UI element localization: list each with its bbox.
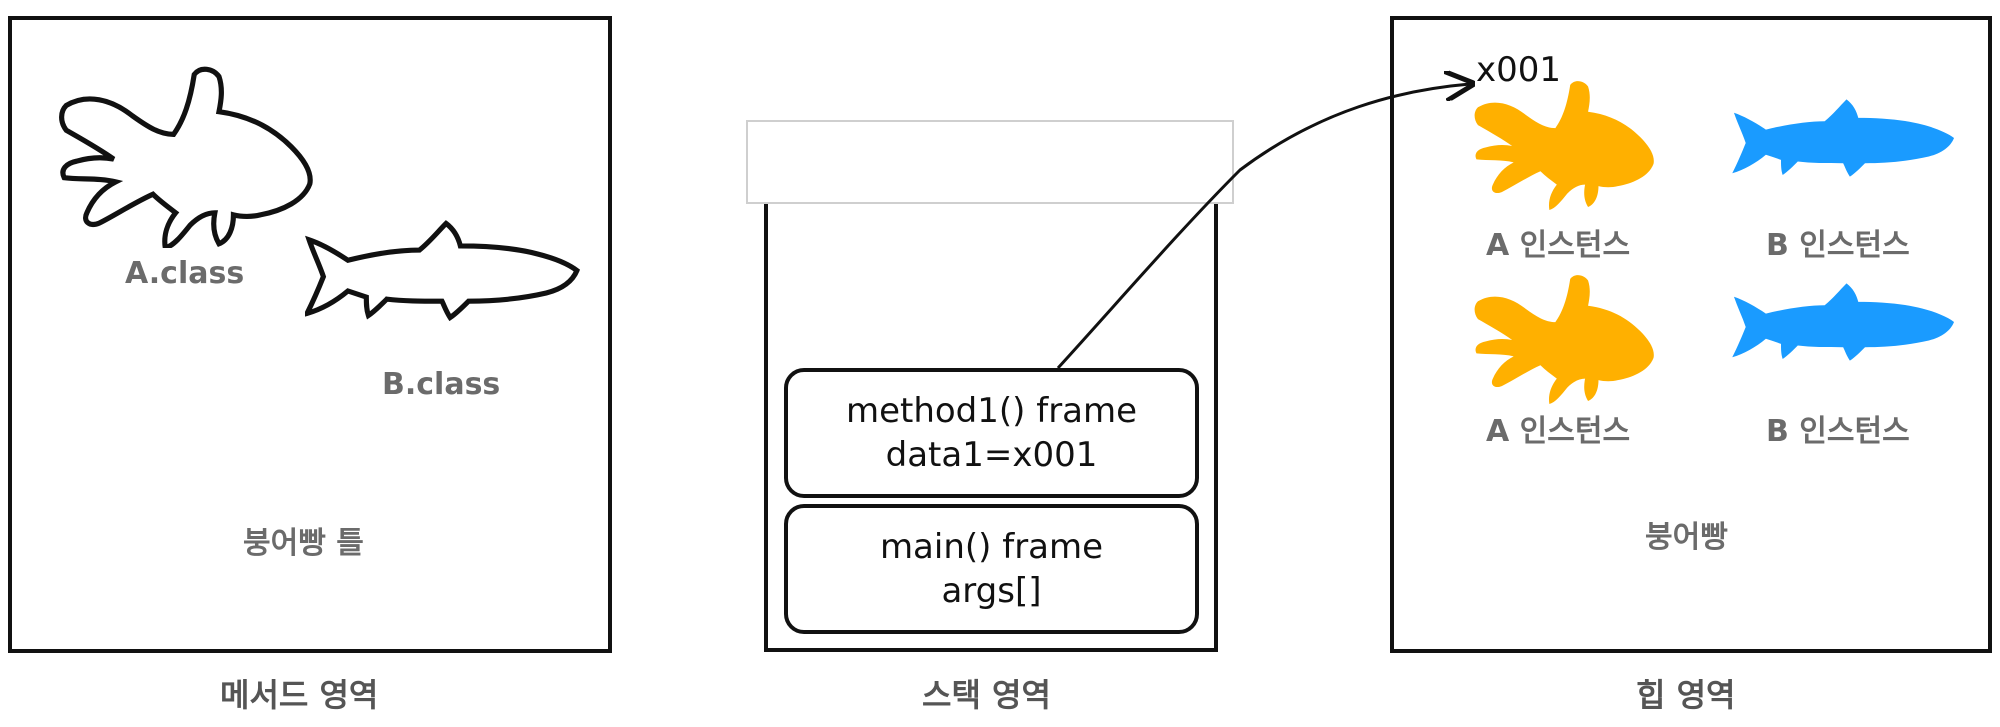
frame-title: method1() frame: [845, 391, 1138, 431]
stack-frame-main: main() frame args[]: [784, 504, 1199, 634]
frame-title: main() frame: [879, 527, 1104, 567]
frame-detail: args[]: [941, 571, 1042, 611]
stack-container: [764, 204, 1218, 652]
heap-area-inner-label: 붕어빵: [1645, 520, 1728, 555]
class-b-label: B.class: [382, 367, 501, 402]
stack-cap-box: [746, 120, 1234, 204]
instance-label: A 인스턴스: [1486, 414, 1631, 449]
class-a-label: A.class: [125, 256, 245, 291]
instance-label: A 인스턴스: [1486, 228, 1631, 263]
stack-area-caption: 스택 영역: [922, 676, 1051, 714]
frame-detail: data1=x001: [885, 435, 1098, 475]
heap-area-caption: 힙 영역: [1636, 676, 1736, 714]
stack-frame-method1: method1() frame data1=x001: [784, 368, 1199, 498]
method-area-inner-label: 붕어빵 틀: [243, 526, 364, 561]
instance-label: B 인스턴스: [1766, 414, 1910, 449]
reference-address-label: x001: [1476, 50, 1562, 90]
instance-label: B 인스턴스: [1766, 228, 1910, 263]
arrow-icon: [1056, 84, 1470, 370]
method-area-caption: 메서드 영역: [220, 676, 379, 714]
